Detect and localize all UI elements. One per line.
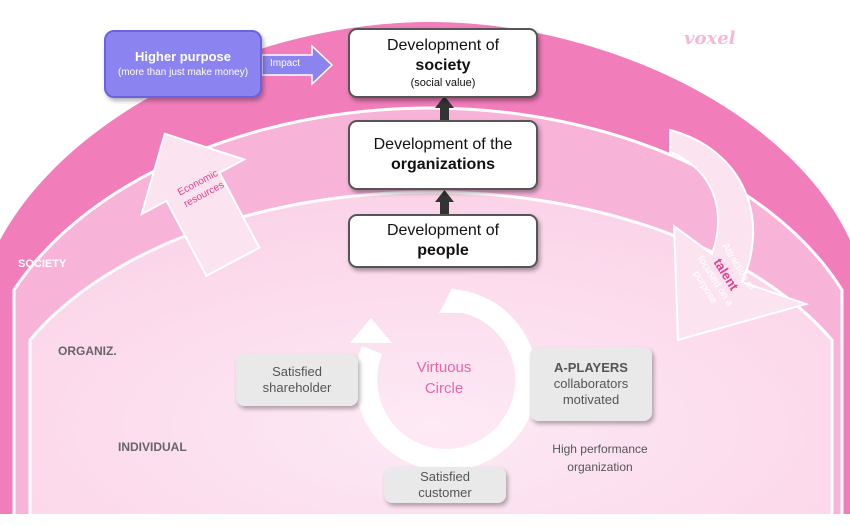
customer-line1: Satisfied [420, 469, 470, 484]
a-players-line1: collaborators [553, 376, 629, 391]
high-performance-label: High performance organization [530, 440, 670, 476]
impact-label: Impact [270, 58, 301, 69]
higher-purpose-title: Higher purpose [134, 49, 232, 64]
circle-arrowhead-icon [350, 318, 392, 343]
economic-resources-arrow-icon [140, 132, 261, 278]
development-of-people-box: Development of people [348, 214, 538, 268]
society-ring-label: SOCIETY [18, 258, 67, 270]
development-of-society-box: Development of society (social value) [348, 28, 538, 98]
high-performance-line1: High performance [552, 442, 648, 456]
impact-arrow-icon [261, 44, 334, 86]
up-arrow-icon [435, 96, 454, 108]
higher-purpose-box: Higher purpose (more than just make mone… [104, 30, 262, 98]
organizations-box-bold: organizations [390, 156, 495, 173]
virtuous-line2: Circle [424, 380, 464, 397]
satisfied-shareholder-box: Satisfied shareholder [236, 354, 358, 406]
customer-line2: customer [418, 485, 472, 500]
shareholder-line1: Satisfied [272, 364, 322, 379]
virtuous-circle-arrow [355, 289, 538, 471]
a-players-title: A-PLAYERS [554, 360, 628, 375]
individual-ring [28, 190, 834, 526]
a-players-box: A-PLAYERS collaborators motivated [530, 347, 652, 421]
society-box-bold: society [415, 57, 471, 74]
organizations-box-line1: Development of the [373, 136, 513, 153]
people-box-bold: people [417, 242, 469, 259]
organizations-ring-label: ORGANIZ. [58, 344, 117, 358]
virtuous-circle-label: Virtuous Circle [404, 357, 484, 399]
high-performance-line2: organization [567, 460, 633, 474]
higher-purpose-subtitle: (more than just make money) [117, 67, 249, 78]
development-of-organizations-box: Development of the organizations [348, 120, 538, 190]
society-box-line1: Development of [386, 37, 500, 54]
people-box-line1: Development of [386, 222, 500, 239]
satisfied-customer-box: Satisfied customer [384, 467, 506, 503]
talent-arrow-icon [669, 128, 810, 342]
society-box-note: (social value) [410, 77, 476, 89]
individual-ring-label: INDIVIDUAL [118, 440, 187, 454]
up-arrow-icon [435, 190, 454, 202]
virtuous-line1: Virtuous [416, 359, 472, 376]
shareholder-line2: shareholder [262, 380, 332, 395]
brand-logo: voxel [684, 28, 736, 49]
a-players-line2: motivated [562, 392, 620, 407]
circle-arrowhead-icon [439, 287, 467, 313]
